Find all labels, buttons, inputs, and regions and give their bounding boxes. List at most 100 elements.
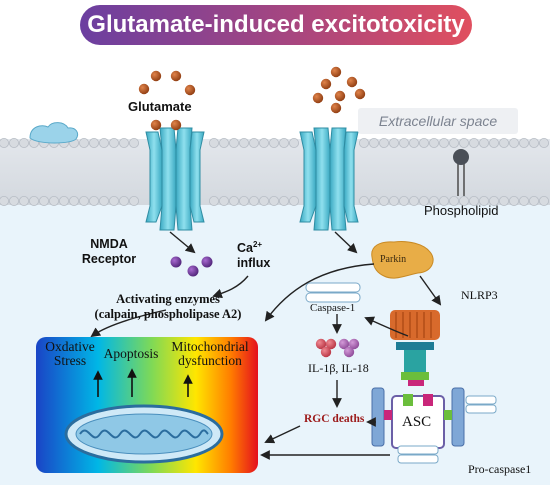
lipid-head [388,137,399,148]
lipid-head [519,137,530,148]
lipid-head [99,137,110,148]
ca-symbol: Ca [237,241,253,256]
lipid-head [438,195,449,206]
apoptosis-label: Apoptosis [103,346,159,361]
ca-charge: 2+ [252,240,263,249]
lipid-head [59,195,70,206]
lipid-head [368,137,379,148]
lipid-head [398,137,409,148]
lipid-head [0,196,9,206]
lipid-head [218,195,229,206]
lipid-head [49,195,60,206]
lipid-head [238,137,249,148]
nmda-receptor-label: NMDA Receptor [78,237,140,267]
lipid-head [498,137,509,148]
glutamate-molecule [330,102,342,114]
nlrp3-label: NLRP3 [461,288,498,302]
lipid-head [378,137,389,148]
lipid-head [408,195,419,206]
lipid-head [69,195,80,206]
lipid-head [228,137,239,148]
lipid-head [109,137,120,148]
lipid-head [119,137,130,148]
lipid-head [18,195,29,206]
oxidative-stress-line1: Oxdative [45,339,95,354]
arrow-channel2-to-parkin [334,231,358,254]
lipid-head [248,137,259,148]
cell-membrane [0,139,550,205]
ion-channel-2 [299,127,359,231]
nmda-receptor-channel [145,127,205,231]
ca-influx-text: influx [237,256,271,271]
pro-caspase1-label: Pro-caspase1 [468,462,532,476]
mitochondrion-graphic [64,368,224,464]
lipid-head [288,195,299,206]
lipid-head [378,195,389,206]
lipid-head [508,195,519,206]
asc-label: ASC [402,414,432,430]
mitochondrial-dysfunction-label: Mitochondrial dysfunction [164,340,256,368]
lipid-head [488,137,499,148]
lipid-head [418,195,429,206]
lipid-head [438,137,449,148]
parkin-protein [371,241,434,279]
arrow-rgc-to-mito [264,425,301,444]
lipid-head [128,137,139,148]
arrow-nlrp3-to-caspase [364,316,409,337]
mitochondrial-damage-panel: Oxdative Stress Apoptosis Mitochondrial … [36,337,258,473]
arrow-parkin-to-mito [264,263,375,322]
lipid-head [418,137,429,148]
lipid-head [368,195,379,206]
nmda-receptor-line1: NMDA [90,237,128,251]
lipid-head [258,137,269,148]
lipid-head [228,195,239,206]
il-cytokines-label: IL-1β, IL-18 [308,361,369,375]
oxidative-stress-line2: Stress [53,353,87,368]
pathway-arrows [90,231,442,460]
glutamate-label: Glutamate [128,99,192,114]
lipid-head [498,195,509,206]
lipid-head [18,137,29,148]
lipid-head [478,195,489,206]
glutamate-molecule [330,66,342,78]
activating-enzymes-line2: (calpain, phospholipase A2) [94,307,242,321]
lipid-head [0,138,9,148]
lipid-head [408,137,419,148]
glutamate-molecule [334,90,346,102]
lipid-head [529,195,540,206]
activating-enzymes-label: Activating enzymes (calpain, phospholipa… [68,292,268,322]
lipid-head [278,195,289,206]
glutamate-molecule [184,84,196,96]
lipid-head [478,137,489,148]
lipid-head [79,195,90,206]
glutamate-molecules [138,66,366,131]
caspase1-label: Caspase-1 [310,302,356,314]
asc-complex [371,387,497,464]
membrane-lipid-heads [0,137,550,206]
lipid-head [278,137,289,148]
glutamate-molecule [346,76,358,88]
lipid-head [488,195,499,206]
lipid-head [539,195,550,206]
glutamate-molecule [354,88,366,100]
nlrp3-inflammasome [390,310,440,386]
lipid-head [99,195,110,206]
lipid-head [8,195,19,206]
lipid-head [519,195,530,206]
lipid-head [28,195,39,206]
il-cytokines [315,338,360,358]
lipid-head [238,195,249,206]
glutamate-molecule [320,78,332,90]
arrow-channel-to-ca [169,231,196,254]
lipid-head [208,137,219,148]
lipid-head [448,195,459,206]
lipid-head [468,195,479,206]
rgc-deaths-label: RGC deaths [304,413,365,425]
lipid-head [288,137,299,148]
lipid-head [89,137,100,148]
activating-enzymes-line1: Activating enzymes [116,292,220,306]
caspase1-rods [305,282,361,303]
lipid-head [539,137,550,148]
